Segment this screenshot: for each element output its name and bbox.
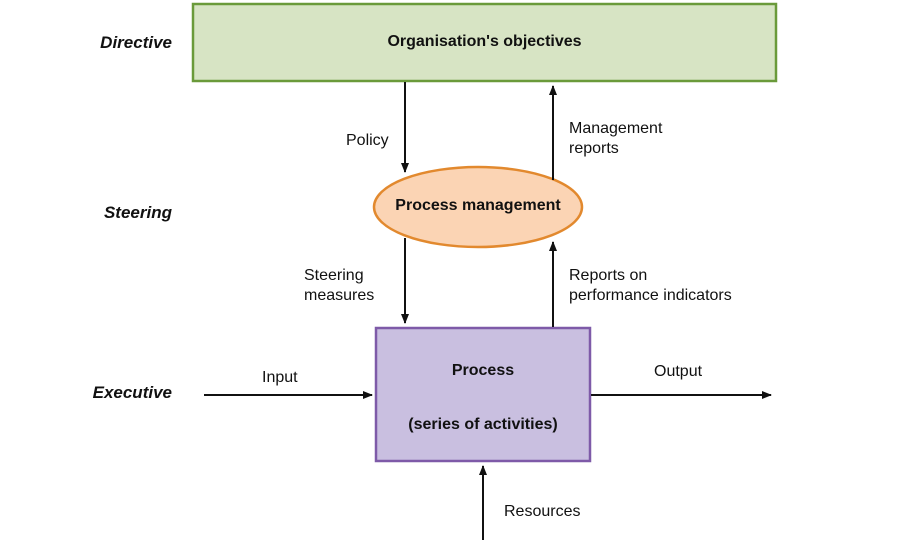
reports-performance-line2: performance indicators [569,287,732,304]
resources-label: Resources [504,503,581,520]
level-executive: Executive [92,383,172,402]
process-subtitle: (series of activities) [408,416,558,433]
level-steering: Steering [103,203,172,222]
level-directive: Directive [100,33,172,52]
reports-performance-label: Reports on performance indicators [569,266,732,306]
output-label: Output [654,363,703,380]
management-reports-line1: Management [569,120,663,137]
management-reports-line2: reports [569,140,619,157]
steering-measures-label: Steering measures [304,266,374,306]
steering-measures-line2: measures [304,287,375,304]
reports-performance-line1: Reports on [569,267,648,284]
input-label: Input [262,369,298,386]
objectives-box [191,2,778,83]
process-box [374,326,592,463]
process-management-ellipse [372,165,584,249]
process-management-label: Process management [395,197,561,214]
objectives-label: Organisation's objectives [387,33,582,50]
steering-measures-line1: Steering [304,267,364,284]
policy-label: Policy [346,132,389,149]
management-reports-label: Management reports [569,119,662,159]
process-title: Process [451,362,515,379]
